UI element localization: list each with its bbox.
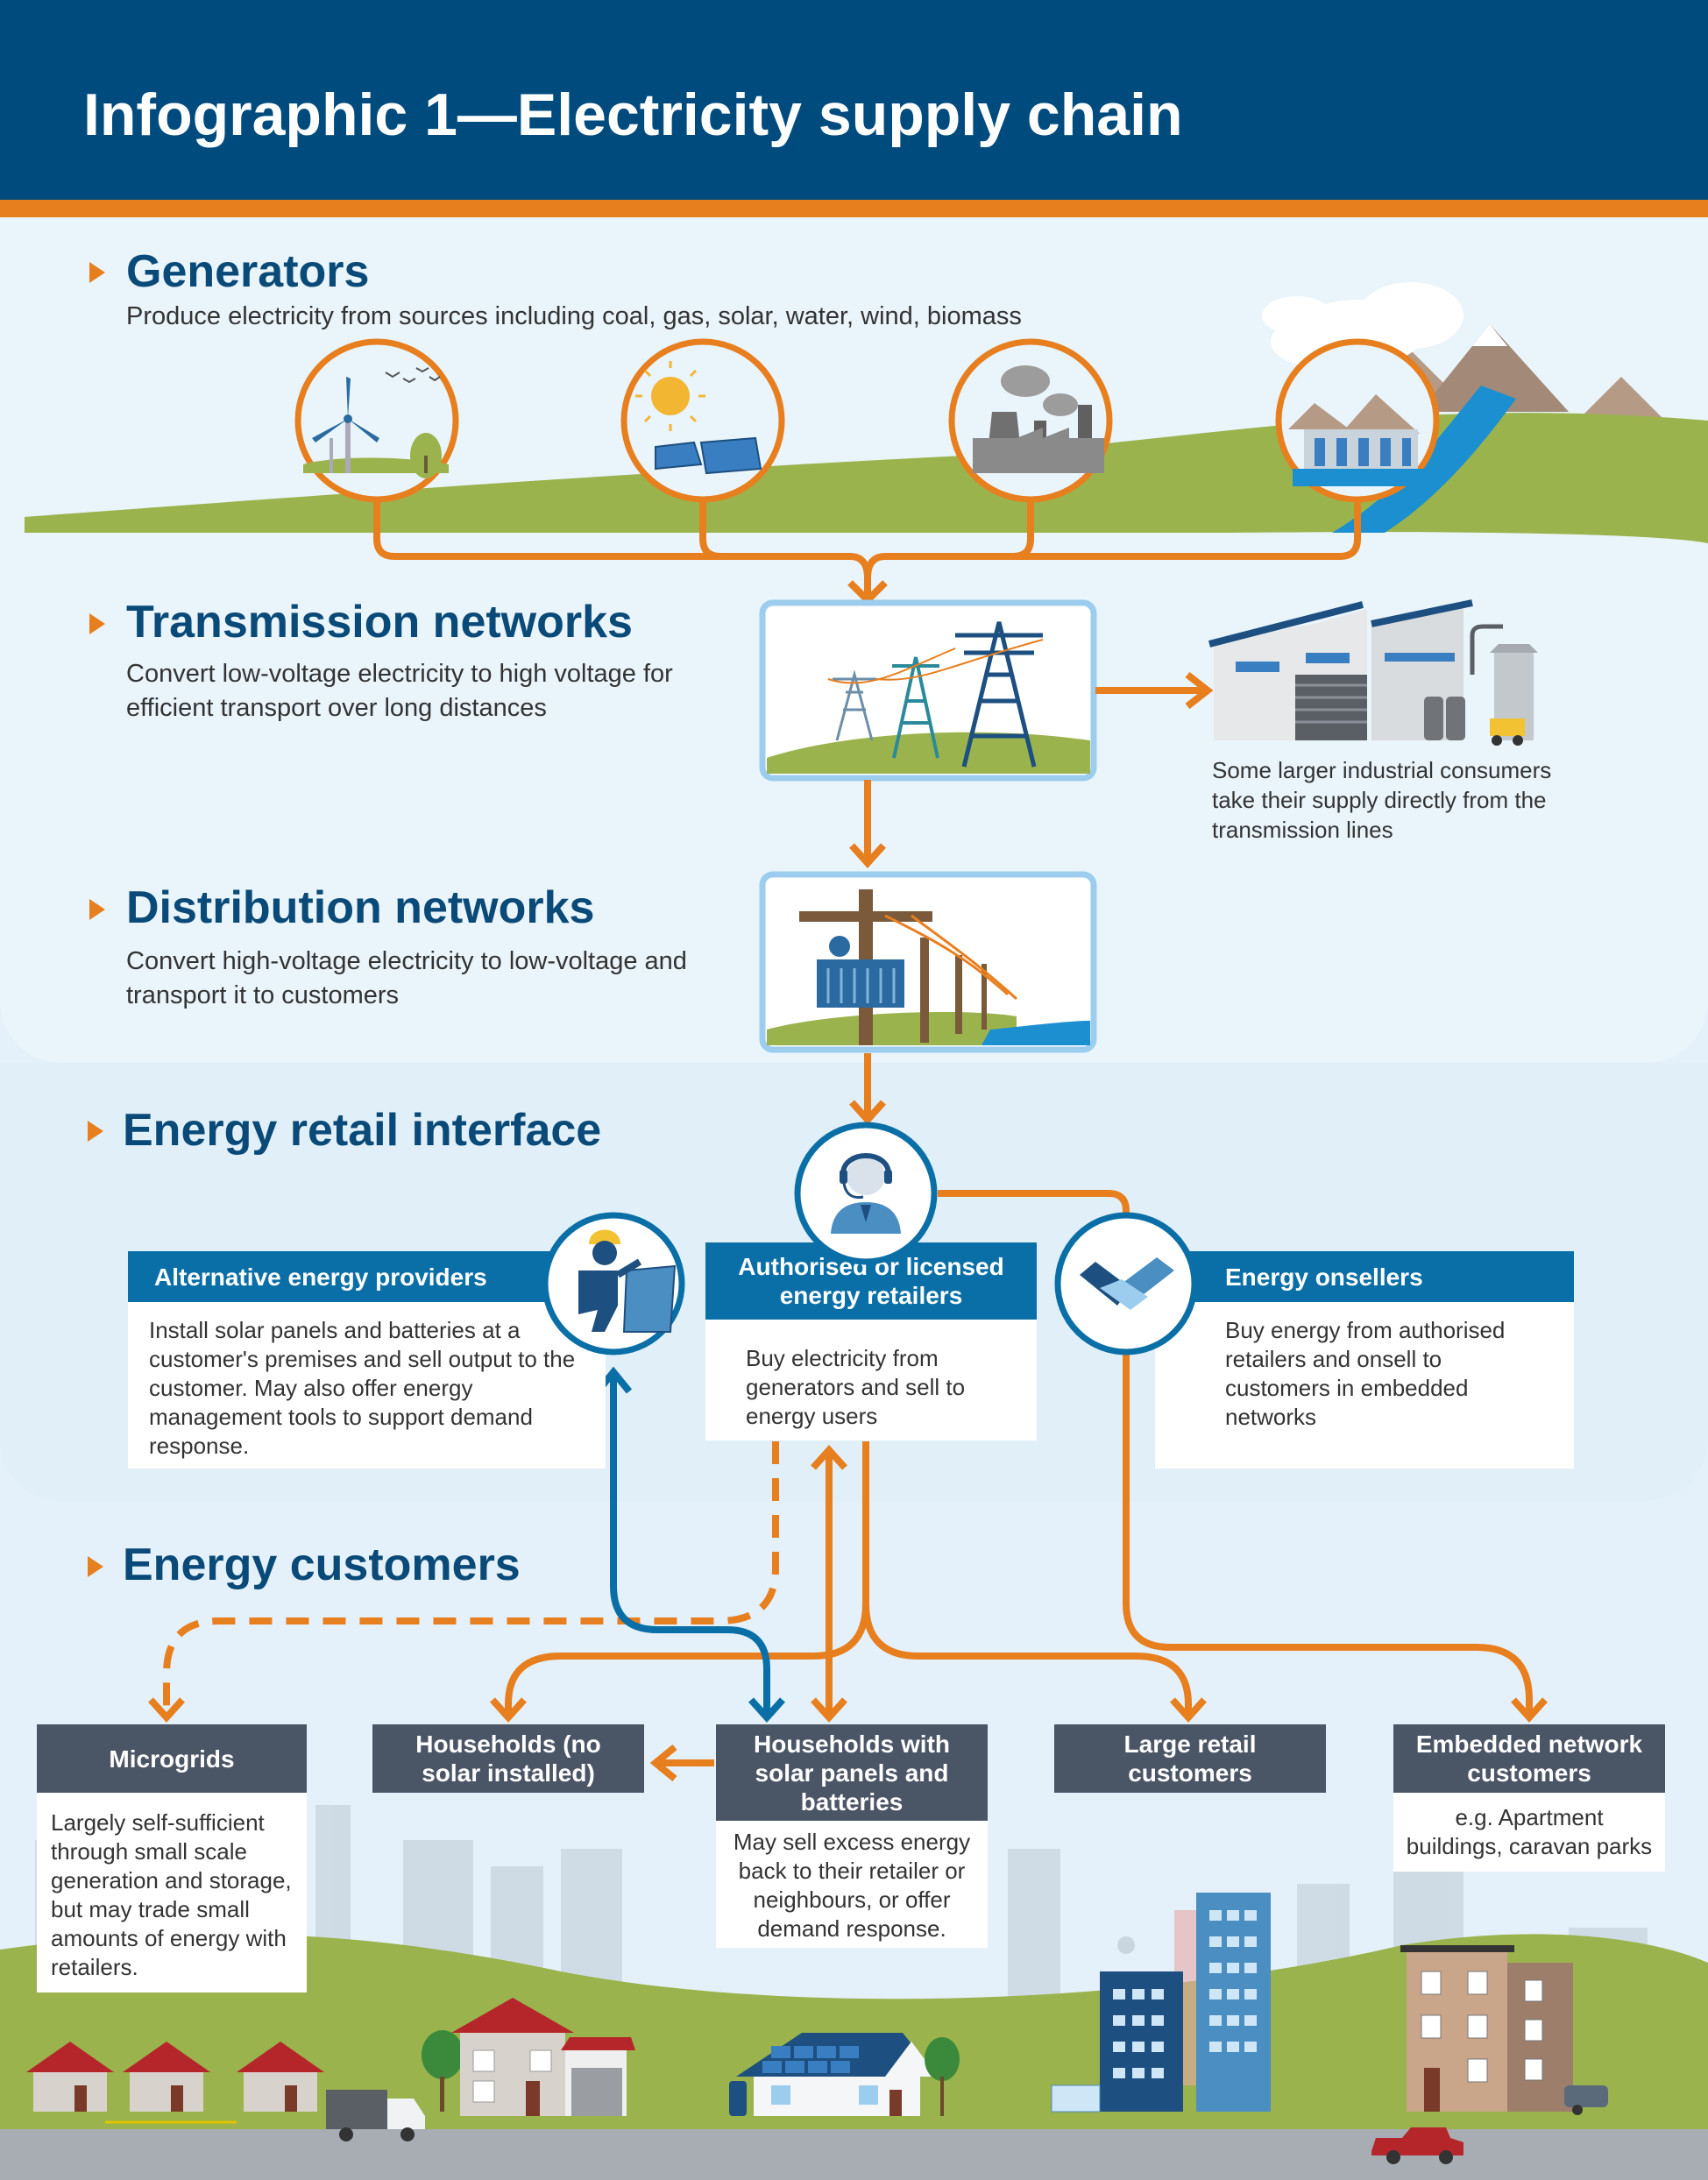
solar-panel-icon <box>635 361 762 475</box>
call-centre-icon <box>794 1122 938 1265</box>
retailer-to-onseller-line <box>938 1190 1130 1222</box>
onsellers-body: Buy energy from authorised retailers and… <box>1155 1302 1574 1469</box>
authorised-retailers-body: Buy electricity from generators and sell… <box>705 1320 1037 1440</box>
customers-bullet <box>88 1556 103 1577</box>
industrial-note: Some larger industrial consumers take th… <box>1212 757 1552 843</box>
retail-title: Energy retail interface <box>123 1105 602 1156</box>
generators-title: Generators <box>126 246 370 297</box>
coal-gas-plant-icon <box>973 365 1104 473</box>
microgrids-header: Microgrids <box>37 1724 307 1793</box>
households-solar-body: May sell excess energy back to their ret… <box>716 1821 988 1948</box>
distribution-to-retail-arrow <box>849 1053 886 1125</box>
large-retail-building-icon <box>1051 1893 1271 2113</box>
large-retail-header: Large retail customers <box>1054 1724 1326 1793</box>
retail-bullet <box>88 1121 103 1142</box>
transmission-title: Transmission networks <box>126 597 633 648</box>
alt-providers-header: Alternative energy providers <box>128 1251 606 1302</box>
households-no-solar-header: Households (no solar installed) <box>372 1724 644 1793</box>
solar-household-icon <box>729 2033 960 2116</box>
customer-connectors <box>148 1336 1548 1782</box>
households-solar-header: Households with solar panels and batteri… <box>716 1724 988 1821</box>
embedded-network-header: Embedded network customers <box>1393 1724 1665 1793</box>
page-title: Infographic 1—Electricity supply chain <box>83 81 1183 148</box>
transmission-icon <box>759 599 1097 782</box>
solar-installer-icon <box>542 1212 685 1355</box>
industrial-building-icon <box>1208 599 1538 746</box>
truck-icon <box>326 2090 425 2141</box>
transmission-bullet <box>89 613 105 634</box>
ground <box>0 1933 1708 2180</box>
household-icon <box>422 1998 635 2116</box>
hydro-dam-icon <box>1288 394 1424 486</box>
car-icon <box>1371 2127 1463 2164</box>
onsellers-header: Energy onsellers <box>1155 1251 1574 1302</box>
transmission-desc: Convert low-voltage electricity to high … <box>126 660 673 722</box>
generators-bullet <box>89 262 105 283</box>
microgrids-body: Largely self-sufficient through small sc… <box>37 1793 307 1992</box>
distribution-title: Distribution networks <box>126 882 595 933</box>
embedded-network-body: e.g. Apartment buildings, caravan parks <box>1393 1793 1665 1872</box>
alt-providers-body: Install solar panels and batteries at a … <box>128 1302 606 1469</box>
microgrid-houses <box>26 2042 324 2124</box>
distribution-bullet <box>89 899 105 920</box>
industrial-arrow <box>1095 671 1214 710</box>
handshake-icon <box>1054 1212 1198 1355</box>
apartment-building-icon <box>1400 1945 1608 2115</box>
header-stripe <box>0 200 1708 217</box>
distribution-icon <box>759 871 1097 1053</box>
wind-turbine-icon <box>303 367 449 478</box>
transmission-to-distribution-arrow <box>849 780 886 868</box>
header-banner <box>0 0 1708 200</box>
generators-desc: Produce electricity from sources includi… <box>126 302 1022 330</box>
distribution-desc: Convert high-voltage electricity to low-… <box>126 947 687 1009</box>
customers-title: Energy customers <box>123 1539 521 1590</box>
